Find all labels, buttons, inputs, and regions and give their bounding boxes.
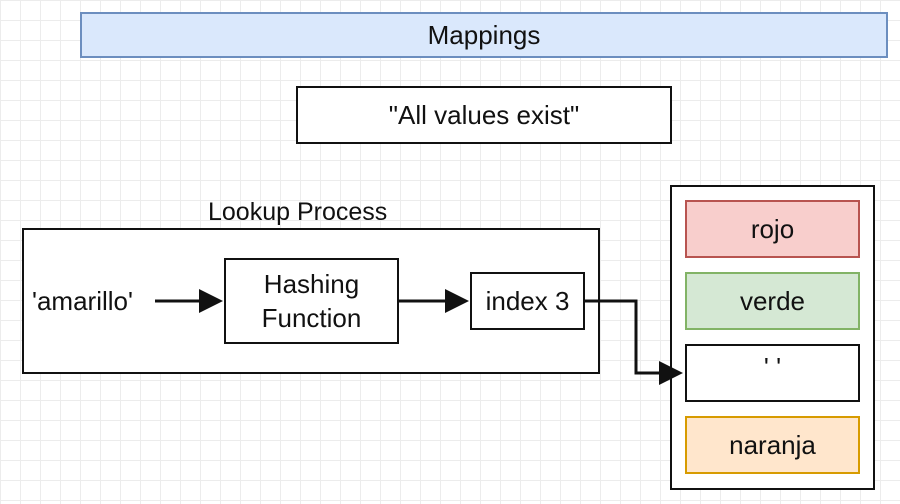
slot-value: naranja [729,429,816,460]
title-text: Mappings [427,19,541,50]
input-key-label: 'amarillo' [32,286,133,316]
title-bar: Mappings [80,12,888,58]
slot-value: ' ' [763,352,782,382]
array-slot-verde: verde [685,272,860,330]
slot-value: rojo [750,213,795,244]
slot-value: verde [739,285,806,316]
array-slot-empty: ' ' [685,344,860,402]
note-text: "All values exist" [388,99,580,130]
index-label: index 3 [485,285,570,316]
hashing-function-box: Hashing Function [224,258,399,344]
lookup-process-label: Lookup Process [208,198,388,226]
array-slot-naranja: naranja [685,416,860,474]
hash-label-line1: Hashing [263,269,360,299]
hash-label-line2: Function [261,303,362,333]
arrow-index-to-slot [585,299,683,385]
array-slot-rojo: rojo [685,200,860,258]
note-box: "All values exist" [296,86,672,144]
index-box: index 3 [470,272,585,330]
